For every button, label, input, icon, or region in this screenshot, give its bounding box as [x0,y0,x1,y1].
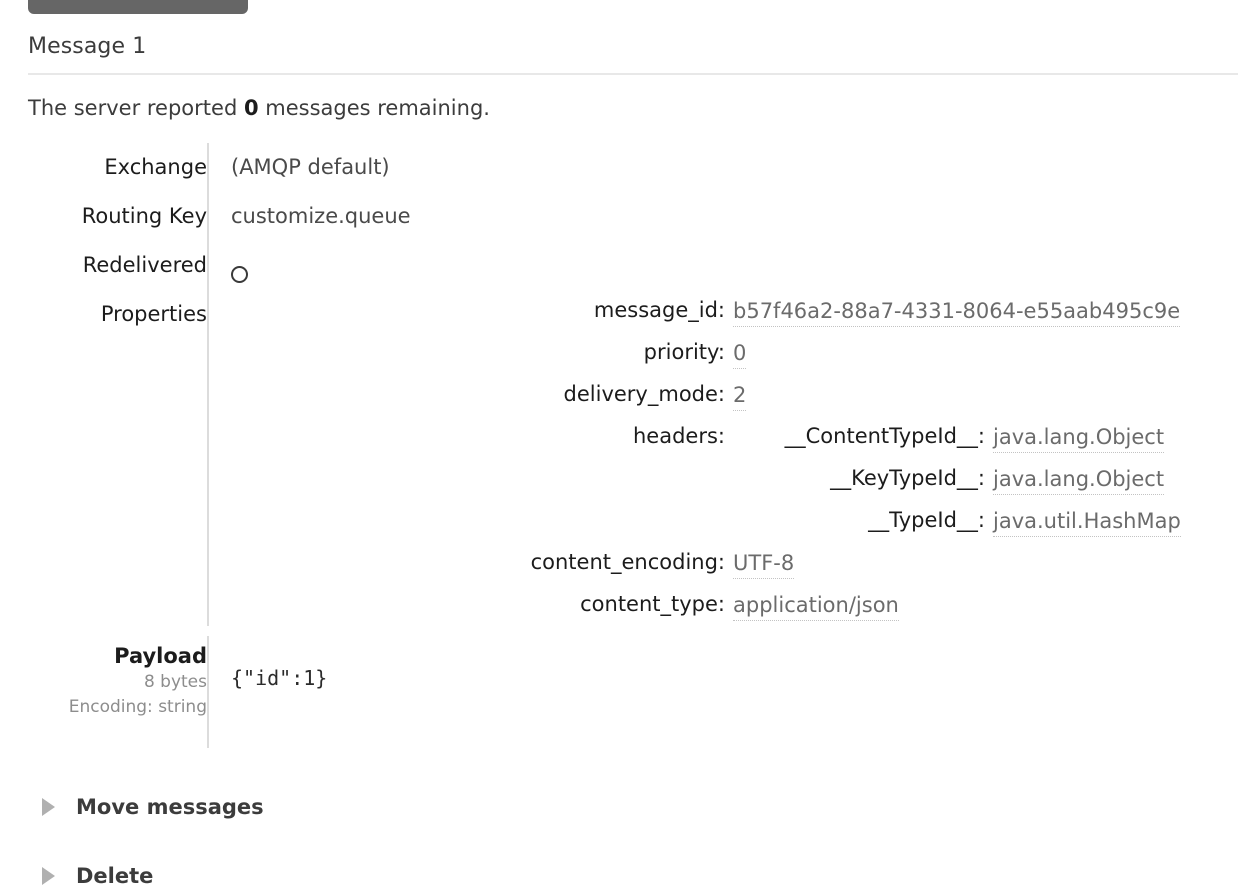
redelivered-body [207,241,1242,290]
server-status-prefix: The server reported [28,96,244,120]
server-status-suffix: messages remaining. [258,96,490,120]
row-routing-key: Routing Key customize.queue [0,192,1242,241]
table-row: content_type: application/json [209,584,1181,626]
property-value: 2 [733,380,747,411]
header-value: java.util.HashMap [993,506,1181,537]
headers-table: __ContentTypeId__: java.lang.Object __Ke… [733,416,1181,542]
table-row: delivery_mode: 2 [209,374,1181,416]
property-key: delivery_mode: [563,382,725,406]
payload-encoding: Encoding: string [68,697,207,717]
header-row: __KeyTypeId__: java.lang.Object [733,458,1181,500]
message-details: Exchange (AMQP default) Routing Key cust… [0,143,1242,748]
property-value-cell: b57f46a2-88a7-4331-8064-e55aab495c9e [733,290,1181,332]
payload-label: Payload [114,644,207,668]
property-key: priority: [643,340,725,364]
header-row: __ContentTypeId__: java.lang.Object [733,416,1181,458]
routing-key-body: customize.queue [207,192,1242,241]
header-name: __TypeId__: [868,508,985,532]
exchange-value: (AMQP default) [231,155,390,179]
property-key: content_type: [580,592,725,616]
header-name: __KeyTypeId__: [830,466,985,490]
row-properties: Properties message_id: b57f46a2-88a7-433… [0,290,1242,626]
property-key: content_encoding: [530,550,725,574]
triangle-right-icon [42,867,55,885]
property-value: 0 [733,338,747,369]
property-value-cell: UTF-8 [733,542,1181,584]
payload-label-group: Payload 8 bytes Encoding: string [0,636,207,720]
routing-key-value: customize.queue [231,204,411,228]
payload-value: {"id":1} [231,666,328,690]
header-value-cell: java.lang.Object [993,416,1181,458]
headers-value-cell: __ContentTypeId__: java.lang.Object __Ke… [733,416,1181,542]
property-value-cell: 2 [733,374,1181,416]
circle-unchecked-icon [231,266,248,283]
properties-label: Properties [100,302,207,326]
exchange-body: (AMQP default) [207,143,1242,192]
triangle-right-icon [42,798,55,816]
table-row: priority: 0 [209,332,1181,374]
headers-key: headers: [633,424,725,448]
row-redelivered: Redelivered [0,241,1242,290]
header-value: java.lang.Object [993,464,1165,495]
properties-body: message_id: b57f46a2-88a7-4331-8064-e55a… [207,290,1242,626]
routing-key-label: Routing Key [81,204,207,228]
header-value-cell: java.lang.Object [993,458,1181,500]
redelivered-label: Redelivered [82,253,207,277]
table-row: content_encoding: UTF-8 [209,542,1181,584]
table-row-headers: headers: __ContentTypeId__: java.lang.Ob… [209,416,1181,542]
property-value-cell: 0 [733,332,1181,374]
heading-divider [28,73,1238,75]
section-move-messages[interactable]: Move messages [42,793,264,821]
section-delete[interactable]: Delete [42,862,153,890]
server-status-text: The server reported 0 messages remaining… [28,96,490,120]
section-delete-label: Delete [76,864,154,888]
page-title: Message 1 [28,34,147,59]
property-value: b57f46a2-88a7-4331-8064-e55aab495c9e [733,296,1181,327]
header-row: __TypeId__: java.util.HashMap [733,500,1181,542]
row-exchange: Exchange (AMQP default) [0,143,1242,192]
header-name: __ContentTypeId__: [784,424,985,448]
properties-table: message_id: b57f46a2-88a7-4331-8064-e55a… [209,290,1181,626]
property-value: application/json [733,590,899,621]
header-value-cell: java.util.HashMap [993,500,1181,542]
payload-size: 8 bytes [143,672,207,692]
property-key: message_id: [593,298,725,322]
payload-body: {"id":1} [207,636,1242,748]
header-value: java.lang.Object [993,422,1165,453]
messages-remaining-count: 0 [243,96,259,120]
action-button[interactable] [28,0,248,14]
exchange-label: Exchange [104,155,207,179]
section-move-messages-label: Move messages [76,795,264,819]
table-row: message_id: b57f46a2-88a7-4331-8064-e55a… [209,290,1181,332]
property-value: UTF-8 [733,548,795,579]
row-payload: Payload 8 bytes Encoding: string {"id":1… [0,636,1242,748]
property-value-cell: application/json [733,584,1181,626]
